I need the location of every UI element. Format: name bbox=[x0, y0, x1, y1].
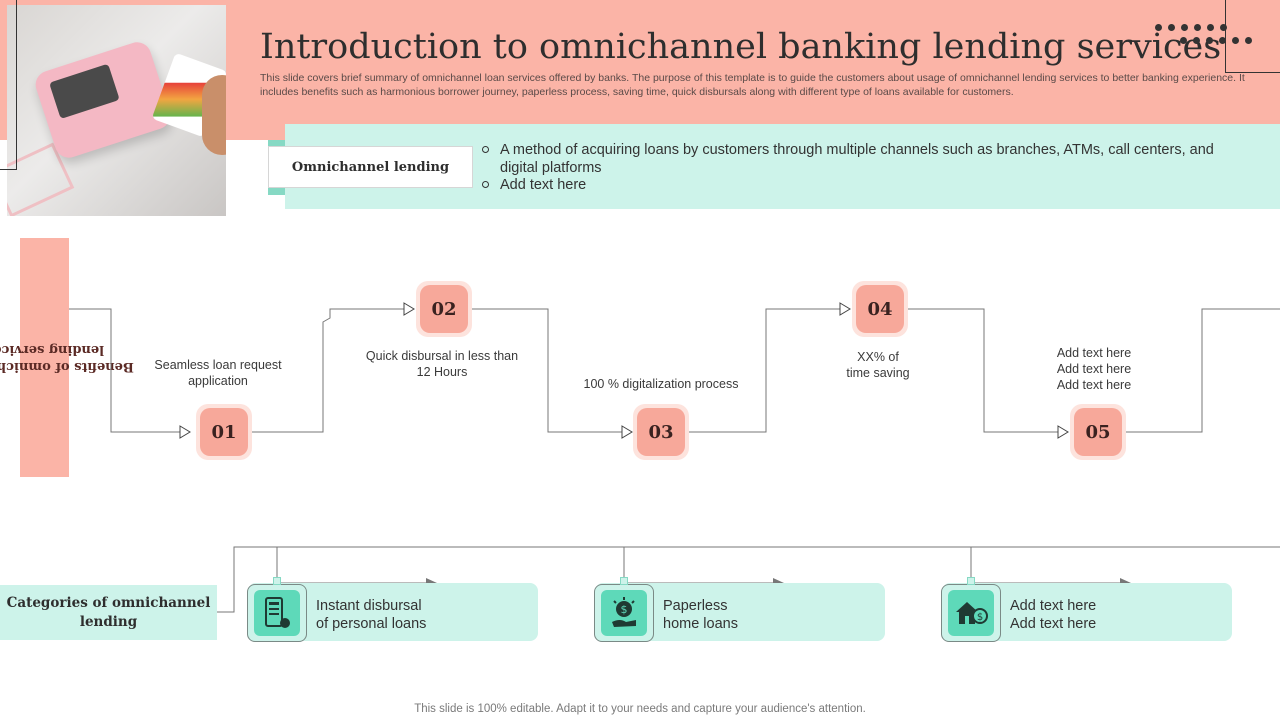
step-text-line: application bbox=[188, 374, 248, 388]
omnichannel-bullet-text: A method of acquiring loans by customers… bbox=[500, 142, 1214, 176]
step-text: Add text here Add text here Add text her… bbox=[994, 345, 1194, 393]
decor-dot bbox=[1219, 37, 1226, 44]
category-text-line: Instant disbursal bbox=[316, 598, 422, 614]
category-text-line: home loans bbox=[663, 616, 738, 632]
omnichannel-bullet-text: Add text here bbox=[500, 177, 587, 193]
step-number: 01 bbox=[200, 408, 248, 456]
decor-dot bbox=[1168, 24, 1175, 31]
arrow-head-icon bbox=[621, 425, 633, 439]
mobile-loan-icon bbox=[254, 590, 300, 636]
decor-dot bbox=[1245, 37, 1252, 44]
decor-dot bbox=[1220, 24, 1227, 31]
step-text-line: Add text here bbox=[1056, 362, 1132, 376]
category-text: Add text here Add text here bbox=[1010, 597, 1096, 633]
connector-line bbox=[69, 308, 180, 433]
decor-line bbox=[1225, 0, 1226, 73]
connector-line bbox=[686, 308, 840, 433]
decor-dot bbox=[1180, 37, 1187, 44]
decor-dot bbox=[1206, 37, 1213, 44]
page-subtitle: This slide covers brief summary of omnic… bbox=[260, 72, 1245, 98]
category-text-line: Add text here bbox=[1010, 598, 1097, 614]
connector-line bbox=[905, 308, 1058, 433]
decor-dot bbox=[1194, 24, 1201, 31]
step-number: 02 bbox=[420, 285, 468, 333]
connector-line bbox=[471, 308, 622, 433]
arrow-head-icon bbox=[1057, 425, 1069, 439]
category-node bbox=[967, 577, 975, 585]
svg-text:$: $ bbox=[977, 612, 983, 623]
step-text-line: Add text here bbox=[1056, 378, 1132, 392]
omnichannel-bullet: Add text here bbox=[482, 176, 1242, 194]
step-text-line: Seamless loan request bbox=[154, 358, 282, 372]
arrow-head-icon bbox=[179, 425, 191, 439]
payment-terminal-photo bbox=[7, 5, 226, 216]
category-text: Paperless home loans bbox=[663, 597, 738, 633]
connector-line bbox=[217, 546, 1280, 613]
step-text: Quick disbursal in less than 12 Hours bbox=[342, 348, 542, 380]
omnichannel-label: Omnichannel lending bbox=[268, 146, 473, 188]
decor-dot bbox=[1232, 37, 1239, 44]
footer-note: This slide is 100% editable. Adapt it to… bbox=[414, 703, 866, 715]
arrow-head-icon bbox=[403, 302, 415, 316]
bullet-circle-icon bbox=[482, 181, 489, 188]
category-node bbox=[273, 577, 281, 585]
house-dollar-icon: $ bbox=[948, 590, 994, 636]
step-text: Seamless loan request application bbox=[118, 357, 318, 389]
connector-line bbox=[1122, 308, 1280, 433]
step-number: 05 bbox=[1074, 408, 1122, 456]
svg-text:$: $ bbox=[621, 603, 628, 616]
step-text-line: XX% of bbox=[857, 350, 899, 364]
decor-dot bbox=[1193, 37, 1200, 44]
mobile-loan-icon-graphic bbox=[265, 597, 290, 628]
arrow-head-icon bbox=[839, 302, 851, 316]
decor-dot bbox=[1207, 24, 1214, 31]
hand bbox=[202, 75, 226, 155]
house-dollar-icon-graphic: $ bbox=[956, 602, 988, 624]
step-text-line: Add text here bbox=[1056, 346, 1132, 360]
page-title: Introduction to omnichannel banking lend… bbox=[260, 27, 1222, 67]
step-text-line: time saving bbox=[846, 366, 910, 380]
paperless-money-icon: $ bbox=[601, 590, 647, 636]
decor-line bbox=[0, 169, 17, 170]
category-text-line: of personal loans bbox=[316, 616, 427, 632]
bullet-circle-icon bbox=[482, 146, 489, 153]
benefits-label-bar bbox=[20, 238, 69, 477]
step-number: 03 bbox=[637, 408, 685, 456]
connector-line bbox=[247, 308, 404, 433]
decor-dot bbox=[1181, 24, 1188, 31]
paperless-money-icon-graphic: $ bbox=[612, 597, 636, 627]
category-text: Instant disbursal of personal loans bbox=[316, 597, 426, 633]
categories-label: Categories of omnichannel lending bbox=[0, 585, 217, 640]
step-text-line: Quick disbursal in less than bbox=[365, 349, 519, 363]
step-text-line: 100 % digitalization process bbox=[583, 377, 739, 391]
step-text-line: 12 Hours bbox=[416, 365, 468, 379]
decor-line bbox=[1225, 72, 1280, 73]
step-text: XX% of time saving bbox=[778, 349, 978, 381]
step-number: 04 bbox=[856, 285, 904, 333]
category-text-line: Add text here bbox=[1010, 616, 1097, 632]
category-node bbox=[620, 577, 628, 585]
category-text-line: Paperless bbox=[663, 598, 728, 614]
decor-dot bbox=[1155, 24, 1162, 31]
decor-line bbox=[16, 0, 17, 170]
step-text: 100 % digitalization process bbox=[561, 376, 761, 392]
omnichannel-bullet: A method of acquiring loans by customers… bbox=[482, 141, 1242, 177]
